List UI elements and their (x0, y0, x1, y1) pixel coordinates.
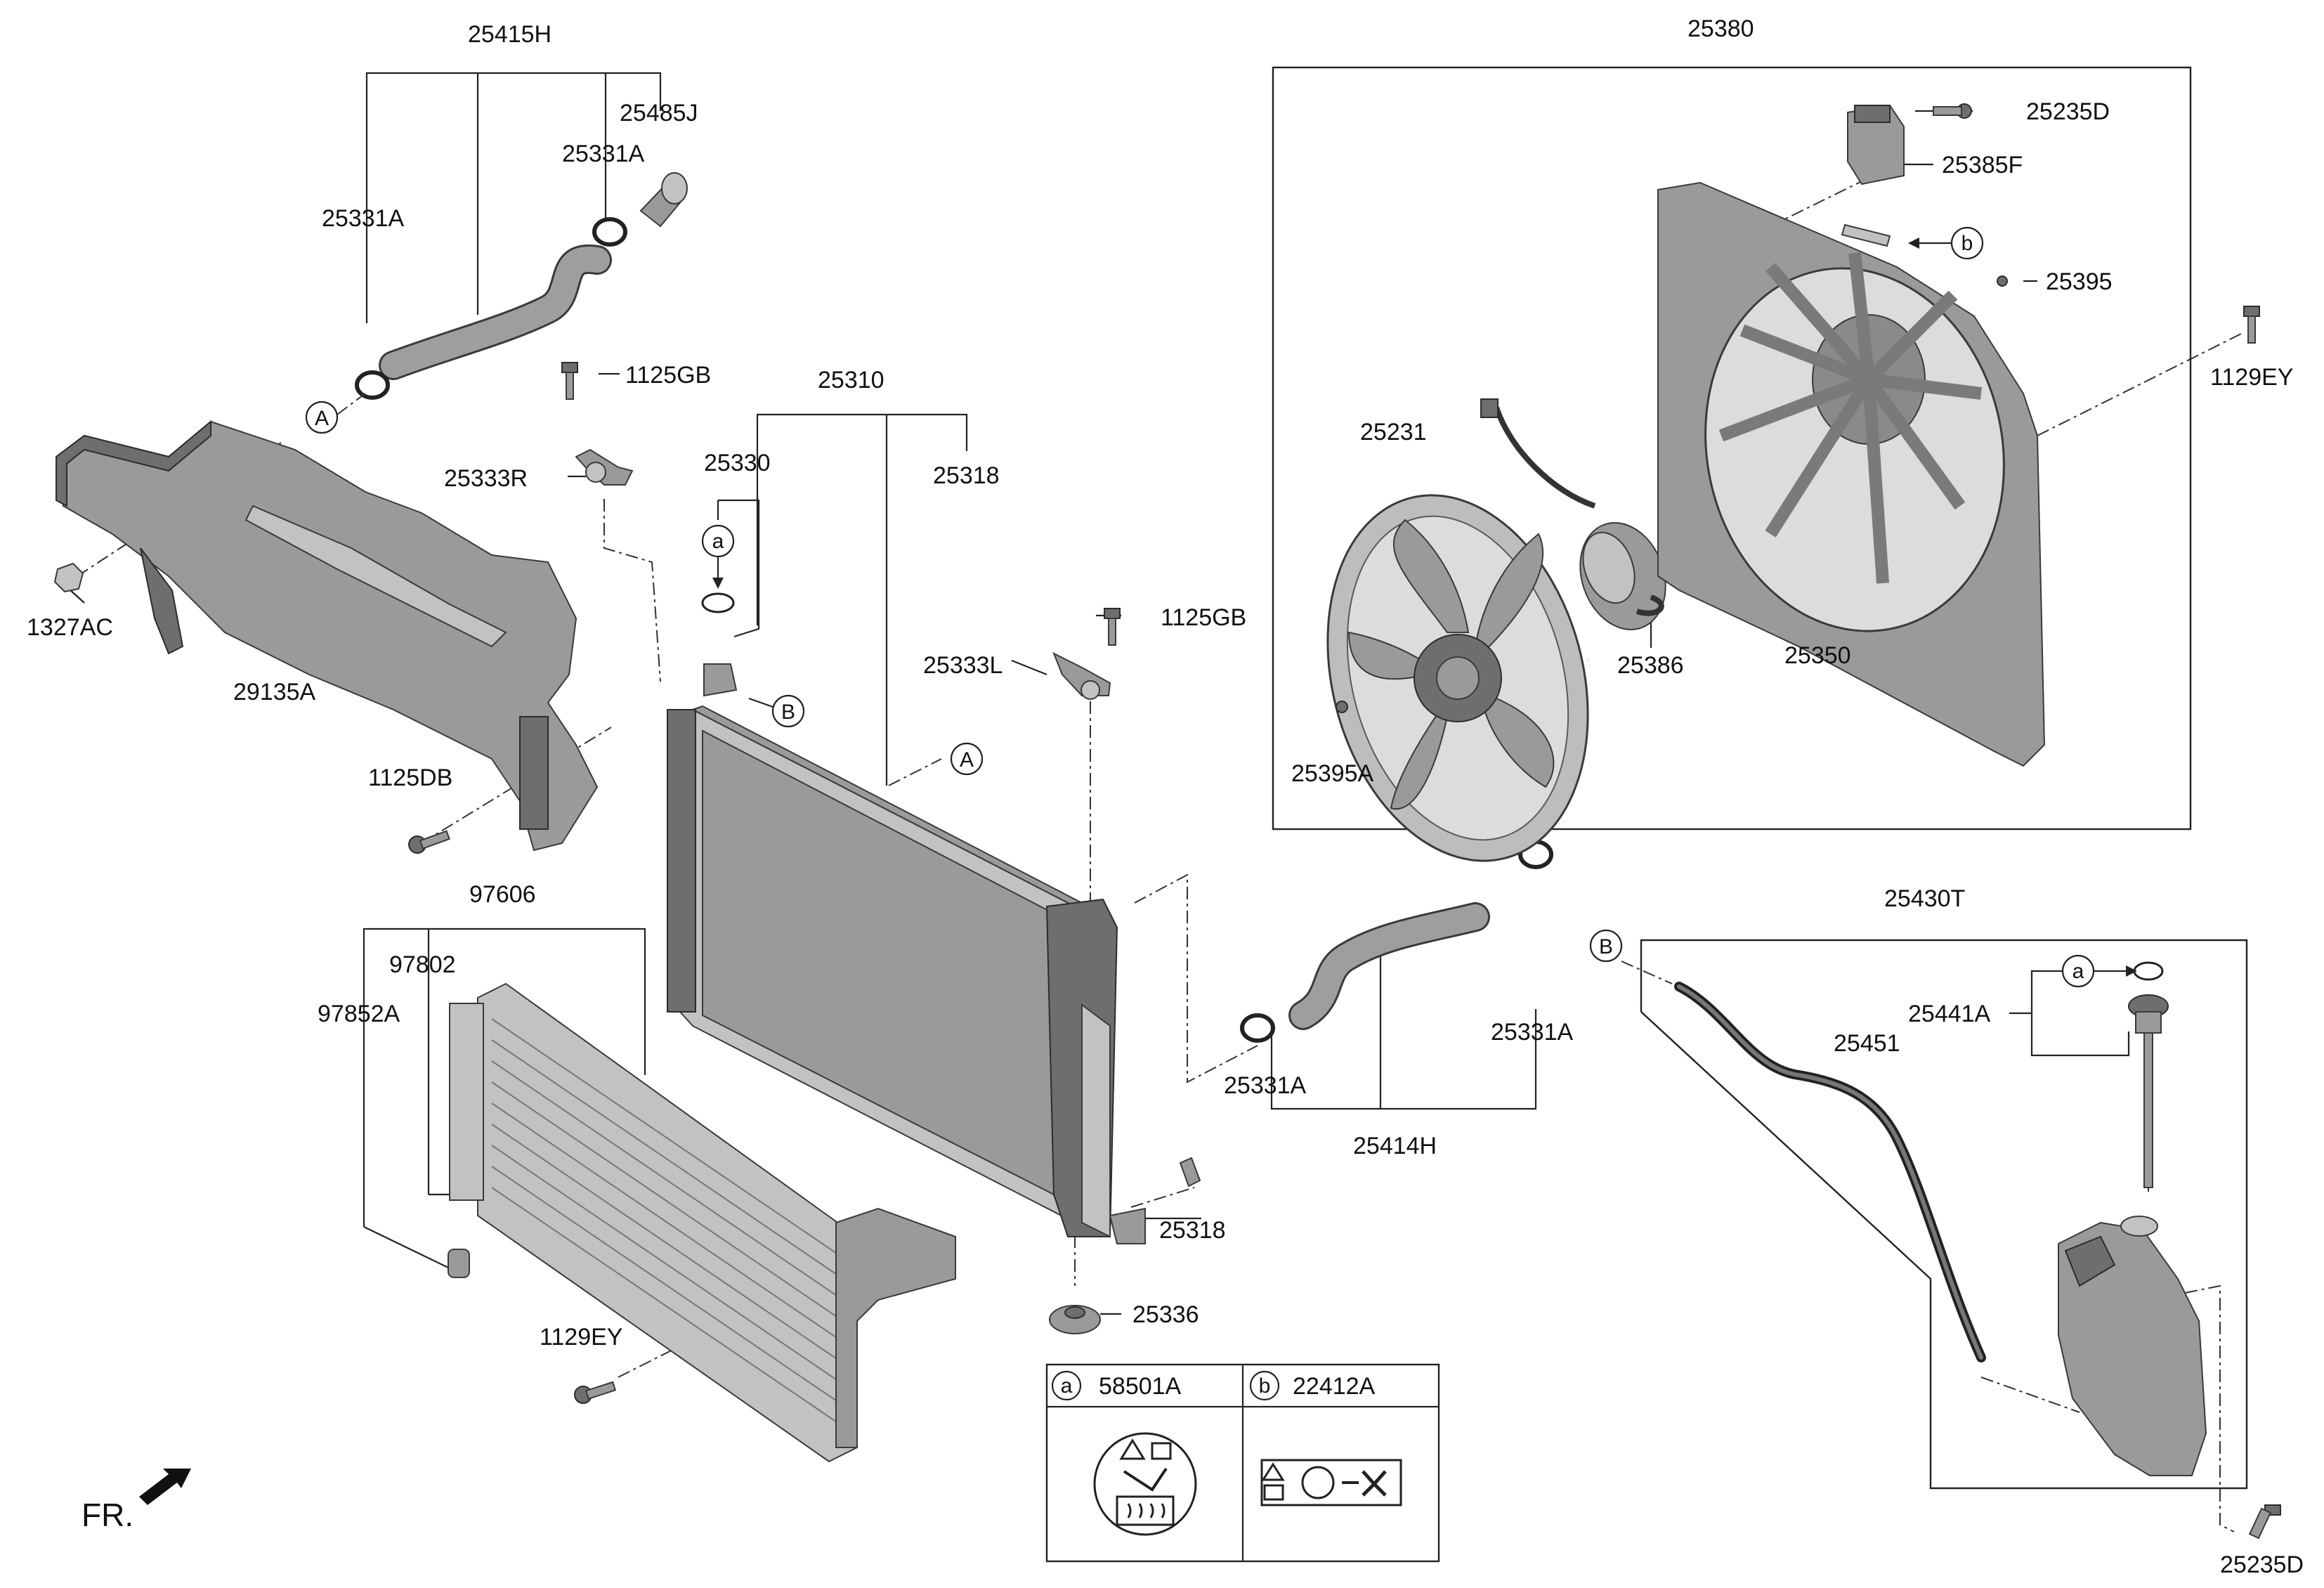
rubber-mount (1049, 1305, 1101, 1334)
cooling-fan (1326, 494, 1589, 862)
upper-hose (379, 244, 612, 380)
part-labels: 25415H 25485J 25331A 25331A 1125GB 25333… (27, 15, 2304, 1578)
fan-shroud (1657, 181, 2046, 767)
fan-assembly-box (1272, 66, 2192, 831)
label-25430T: 25430T (1884, 885, 1965, 912)
legend-callout-a: a (1051, 1370, 1082, 1401)
svg-text:A: A (960, 748, 974, 772)
bolt-icon (408, 830, 450, 854)
label-legend-table (1045, 1363, 1440, 1563)
svg-text:A: A (315, 407, 329, 430)
svg-text:B: B (1599, 935, 1613, 958)
nut-icon (53, 562, 84, 593)
label-97802: 97802 (389, 951, 456, 978)
label-97606: 97606 (469, 881, 536, 908)
svg-text:B: B (781, 701, 795, 724)
o-ring-icon (701, 592, 735, 613)
radiator-bracket-right (1052, 651, 1111, 700)
label-front-direction: FR. (81, 1497, 133, 1533)
coolant-reservoir (2058, 1216, 2207, 1476)
label-25441A: 25441A (1908, 1001, 1991, 1027)
label-25330: 25330 (704, 450, 771, 476)
callout-a-cap: a (701, 524, 735, 558)
leader-lines (68, 72, 2130, 1315)
label-25331A: 25331A (1224, 1072, 1307, 1099)
label-25333R: 25333R (444, 465, 528, 492)
label-25310: 25310 (818, 367, 884, 393)
label-25380: 25380 (1687, 15, 1754, 42)
radiator-cap (703, 663, 738, 697)
hose-connector (639, 172, 688, 228)
label-1129EY: 1129EY (540, 1324, 622, 1351)
label-1327AC: 1327AC (27, 614, 113, 641)
svg-text:a: a (1061, 1374, 1073, 1398)
label-25451: 25451 (1834, 1030, 1900, 1057)
bolt-icon (1104, 608, 1121, 646)
label-25231: 25231 (1360, 419, 1427, 445)
screw-icon (1997, 275, 2008, 287)
callout-A-left: A (305, 401, 339, 434)
legend-callout-b: b (1249, 1370, 1280, 1401)
label-25235D: 25235D (2026, 98, 2110, 125)
label-25336: 25336 (1132, 1301, 1199, 1328)
fan-screw (1336, 701, 1348, 713)
label-25350: 25350 (1784, 642, 1851, 669)
front-direction-arrow-icon (139, 1469, 191, 1505)
reservoir-hose (1674, 982, 1986, 1362)
label-25395A: 25395A (1291, 760, 1374, 787)
label-25415H: 25415H (468, 21, 551, 48)
callout-B-reservoir: B (1589, 929, 1623, 963)
fan-warning-icon (1260, 1459, 1402, 1506)
radiator-cap-warning-icon (1093, 1432, 1197, 1536)
o-ring-icon (2133, 961, 2164, 981)
air-guide (55, 419, 599, 852)
label-25331A: 25331A (322, 205, 405, 232)
label-25333L: 25333L (923, 652, 1003, 679)
fan-motor (1480, 398, 1666, 630)
warning-label-b (1841, 223, 1891, 247)
drain-plug (1179, 1157, 1201, 1187)
label-25318: 25318 (1159, 1217, 1226, 1244)
label-25386: 25386 (1617, 652, 1684, 679)
reservoir-cap (2128, 994, 2169, 1188)
label-25331A: 25331A (1491, 1019, 1574, 1046)
lower-hose (1288, 902, 1490, 1030)
callout-B-radiator: B (771, 694, 805, 728)
svg-text:a: a (712, 530, 724, 553)
bolt-icon (561, 362, 578, 400)
radiator-bracket-left (575, 448, 634, 486)
label-1125DB: 1125DB (368, 764, 452, 791)
label-25414H: 25414H (1353, 1133, 1437, 1159)
label-25318: 25318 (933, 462, 1000, 489)
callout-A-right: A (950, 742, 984, 776)
label-22412A: 22412A (1293, 1373, 1376, 1400)
callout-a-reservoir: a (2061, 954, 2095, 988)
label-1125GB: 1125GB (1161, 604, 1246, 631)
label-1129EY: 1129EY (2210, 364, 2293, 391)
bolt-icon (574, 1381, 617, 1404)
label-97852A: 97852A (318, 1001, 400, 1027)
label-58501A: 58501A (1099, 1373, 1182, 1400)
svg-text:b: b (1259, 1374, 1271, 1398)
condenser (449, 982, 956, 1463)
fan-controller (1847, 104, 1905, 186)
label-25385F: 25385F (1942, 152, 2023, 178)
svg-text:b: b (1961, 232, 1973, 255)
hose-clamp-icon (355, 217, 627, 400)
label-25331A: 25331A (562, 141, 645, 167)
reservoir-assembly-box (1640, 939, 2248, 1490)
callout-b-label: b (1950, 226, 1984, 260)
filter-dryer-cap (448, 1249, 470, 1278)
bolt-icon (1933, 103, 1972, 119)
label-29135A: 29135A (233, 679, 316, 705)
label-25485J: 25485J (620, 100, 698, 126)
bolt-icon (2248, 1504, 2281, 1540)
radiator (667, 705, 1146, 1244)
label-1125GB: 1125GB (625, 362, 711, 389)
label-25235D: 25235D (2220, 1551, 2304, 1578)
bolt-icon (2243, 306, 2260, 344)
label-25395: 25395 (2046, 268, 2113, 295)
svg-text:a: a (2072, 960, 2084, 983)
